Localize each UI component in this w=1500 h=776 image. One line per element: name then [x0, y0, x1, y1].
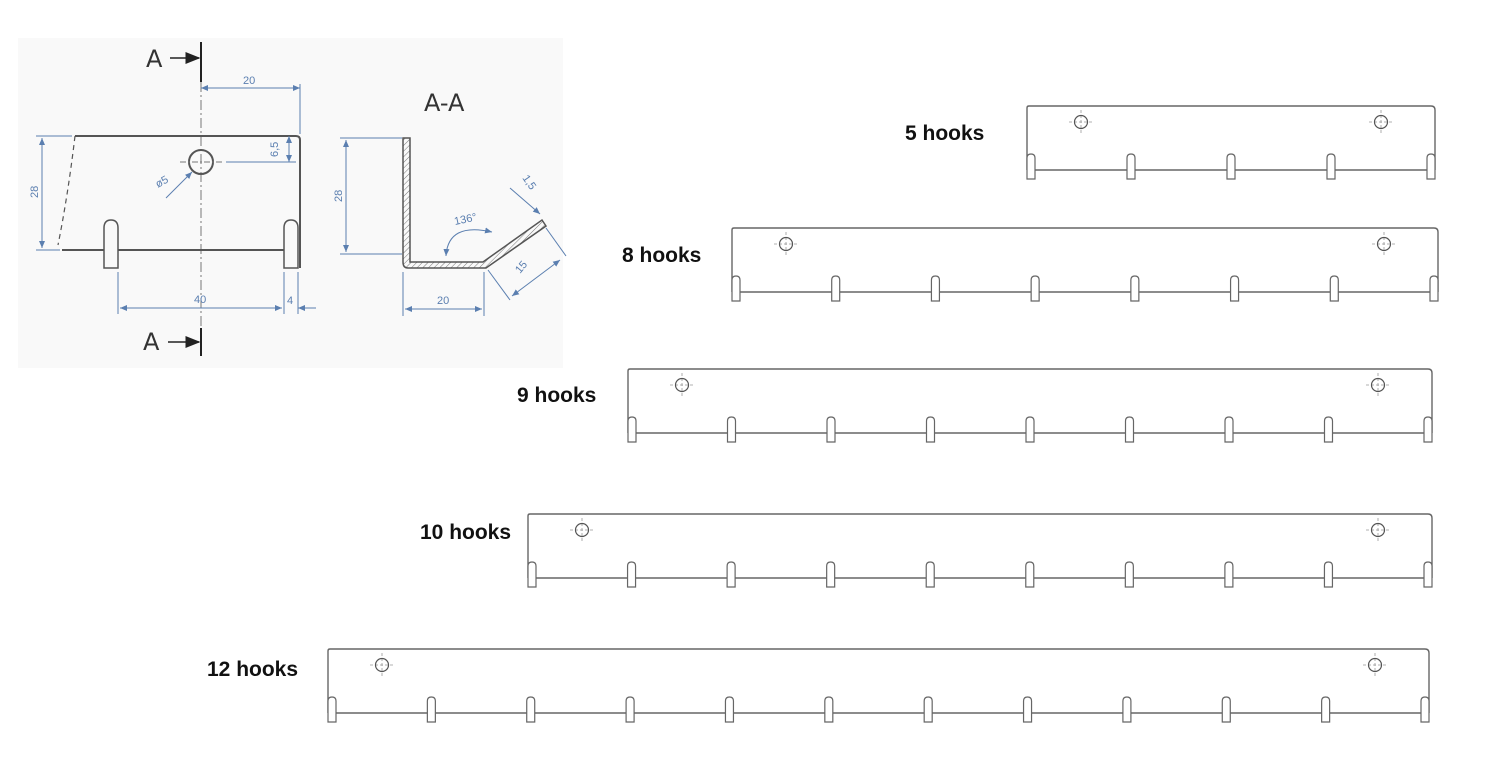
hook [625, 696, 635, 723]
hook [824, 696, 834, 723]
dim-thickness: 1,5 [520, 173, 539, 192]
hook [925, 561, 935, 588]
hook [626, 561, 637, 588]
rack-plate [327, 648, 1430, 713]
section-marker-bottom: A [143, 328, 160, 356]
mounting-hole [1373, 114, 1389, 130]
front-view [57, 42, 301, 356]
mounting-hole [1376, 236, 1392, 252]
front-view-dimensions [36, 84, 316, 314]
mounting-hole [1370, 522, 1386, 538]
hook-rack: 10 hooks [420, 513, 1433, 588]
hook-rack: 9 hooks [517, 368, 1433, 443]
rack-plate [527, 513, 1433, 578]
hook [1124, 561, 1134, 588]
rack-label: 8 hooks [622, 244, 701, 267]
hook [1022, 696, 1033, 723]
racks-layer: 5 hooks 8 hooks 9 hooks 10 hooks 12 hooks [207, 105, 1439, 723]
hook-rack: 12 hooks [207, 648, 1430, 723]
rack-label: 12 hooks [207, 658, 298, 681]
hook-rack: 8 hooks [622, 227, 1439, 302]
mounting-hole [1073, 114, 1089, 130]
hook [831, 275, 841, 302]
dim-base-length: 20 [437, 295, 449, 307]
rack-label: 10 hooks [420, 521, 511, 544]
hook [1423, 416, 1433, 443]
hook [1423, 561, 1433, 588]
dim-angle: 136° [453, 211, 478, 227]
hook [726, 416, 737, 443]
hook [426, 696, 436, 723]
dim-height-front: 28 [29, 186, 41, 198]
hook [923, 696, 933, 723]
hook [1323, 416, 1334, 443]
hook-rack: 5 hooks [905, 105, 1436, 180]
mounting-hole [1367, 657, 1383, 673]
hook [1025, 561, 1035, 588]
hook [724, 696, 735, 723]
hook [627, 416, 637, 443]
rack-label: 9 hooks [517, 384, 596, 407]
section-view [340, 137, 567, 316]
hook [1025, 416, 1035, 443]
hook [1420, 696, 1430, 723]
technical-drawing-panel [18, 38, 563, 368]
hook [1124, 416, 1135, 443]
hook [327, 696, 337, 723]
hook [930, 275, 941, 302]
hook [1026, 153, 1036, 180]
hook [1221, 696, 1231, 723]
mounting-hole [1370, 377, 1386, 393]
hook [526, 696, 536, 723]
mounting-hole [778, 236, 794, 252]
dim-hole-offset: 6,5 [269, 142, 281, 157]
hook [1224, 561, 1234, 588]
hook [1323, 561, 1334, 588]
hook [1426, 153, 1436, 180]
rack-plate [731, 227, 1439, 292]
mounting-hole [574, 522, 590, 538]
hook [1229, 275, 1240, 302]
mounting-hole [374, 657, 390, 673]
hook [1224, 416, 1234, 443]
hook [826, 416, 836, 443]
dim-height-section: 28 [333, 190, 345, 202]
dim-top-width: 20 [243, 75, 255, 87]
hook [1130, 275, 1140, 302]
hook [1226, 153, 1236, 180]
dim-bent-length: 15 [513, 259, 530, 276]
rack-plate [1026, 105, 1436, 170]
dim-hook-spacing: 40 [194, 294, 206, 306]
rack-label: 5 hooks [905, 122, 984, 145]
dim-hole-diameter: ø5 [154, 174, 171, 191]
hook [1329, 275, 1339, 302]
hook [1326, 153, 1336, 180]
hook [1122, 696, 1132, 723]
dim-hook-width: 4 [287, 295, 293, 307]
section-title: A-A [424, 89, 465, 117]
hook [1030, 275, 1040, 302]
hook [1126, 153, 1136, 180]
hook [527, 561, 537, 588]
hook [1321, 696, 1331, 723]
section-marker-top: A [146, 45, 163, 73]
hook [925, 416, 936, 443]
hook [726, 561, 736, 588]
hook [826, 561, 836, 588]
mounting-hole [674, 377, 690, 393]
hook [1429, 275, 1439, 302]
hook [731, 275, 741, 302]
rack-plate [627, 368, 1433, 433]
